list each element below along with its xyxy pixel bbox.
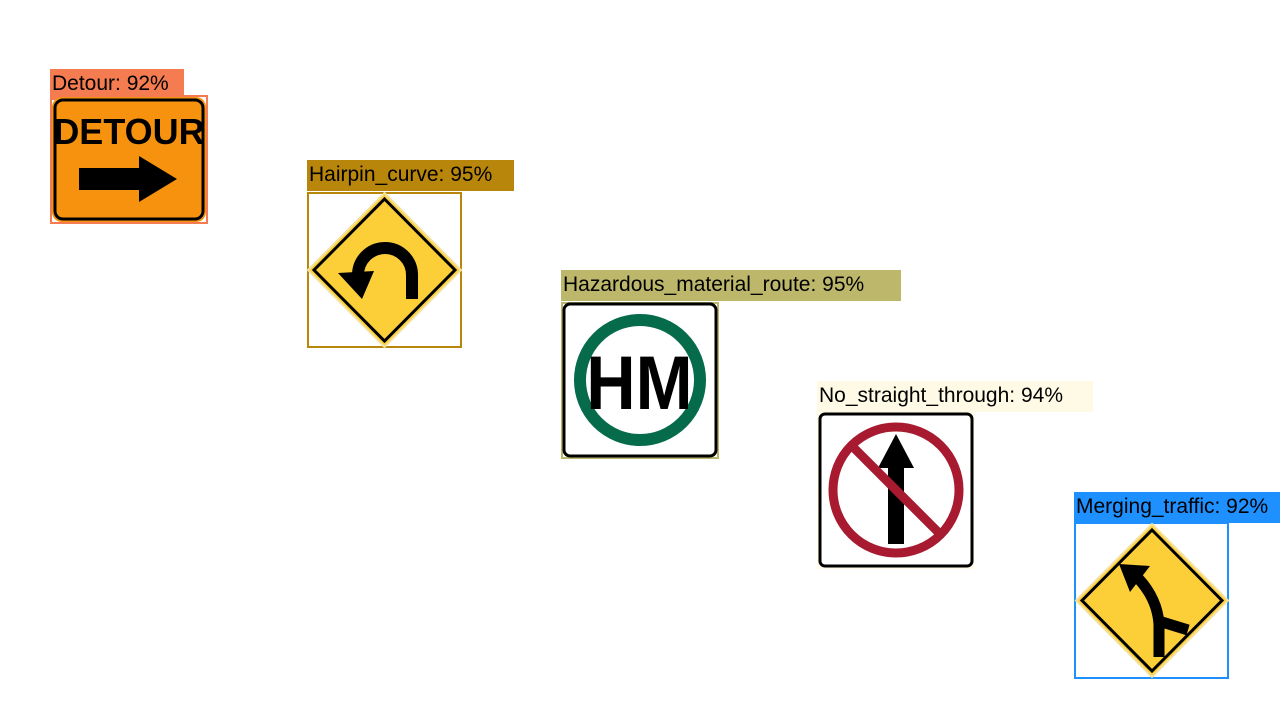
hm-sign-text: HM [586,342,692,426]
merge-arrow-icon [1119,564,1190,657]
hairpin-curve-icon [338,242,418,299]
hazardous-material-route-sign: HM [562,302,718,458]
detection-label-hazardous-material-route: Hazardous_material_route: 95% [561,270,901,301]
no-straight-through-sign [818,412,974,568]
hairpin-curve-sign [306,191,463,349]
detection-label-no-straight-through: No_straight_through: 94% [817,381,1093,412]
detection-label-merging-traffic: Merging_traffic: 92% [1074,492,1280,523]
detection-label-detour: Detour: 92% [50,69,184,100]
merging-traffic-sign [1074,522,1230,679]
detour-sign-text: DETOUR [53,111,204,152]
detour-sign: DETOUR [52,97,206,222]
right-arrow-icon [79,156,177,202]
detection-label-hairpin-curve: Hairpin_curve: 95% [307,160,514,191]
